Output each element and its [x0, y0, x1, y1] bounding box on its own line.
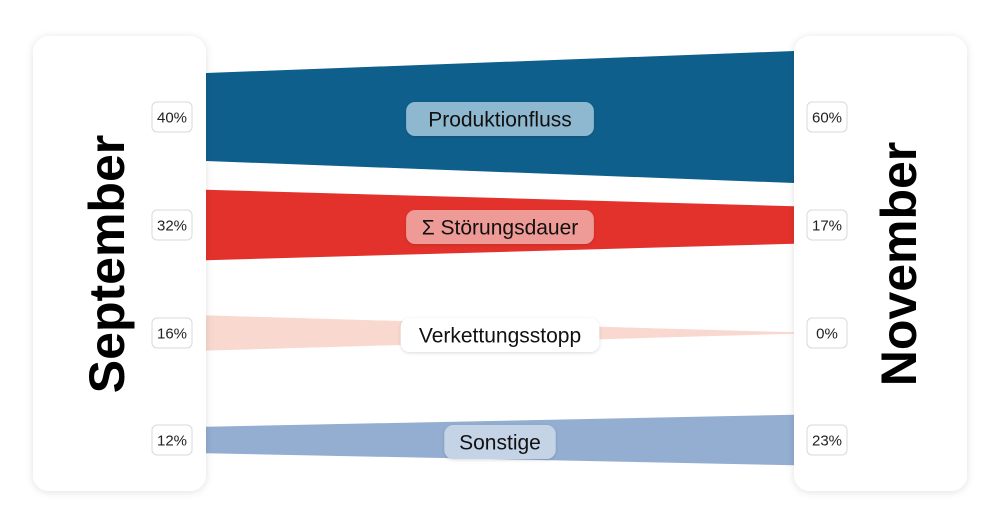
labels-layer: Produktionfluss 40% 60% Σ Störungsdauer 32% 1… — [151, 101, 848, 459]
right-value-störungsdauer: 17% — [806, 209, 848, 241]
series-label-text-produktionfluss: Produktionfluss — [428, 109, 572, 132]
left-value-sonstige-box — [151, 424, 193, 456]
right-period-label: November — [871, 142, 927, 387]
series-label-box-sonstige — [444, 425, 556, 459]
series-label-text-störungsdauer: Σ Störungsdauer — [422, 217, 579, 240]
left-value-störungsdauer-box — [151, 209, 193, 241]
left-period-label: September — [79, 135, 135, 393]
right-value-verkettungsstopp: 0% — [806, 317, 848, 349]
left-value-sonstige: 12% — [151, 424, 193, 456]
right-value-störungsdauer-text: 17% — [812, 218, 842, 235]
left-value-störungsdauer-text: 32% — [157, 218, 187, 235]
right-value-störungsdauer-box — [806, 209, 848, 241]
left-value-produktionfluss-text: 40% — [157, 110, 187, 127]
series-label-box-produktionfluss — [406, 102, 594, 136]
right-value-verkettungsstopp-box — [806, 317, 848, 349]
left-value-störungsdauer: 32% — [151, 209, 193, 241]
right-value-produktionfluss-box — [806, 101, 848, 133]
left-value-verkettungsstopp: 16% — [151, 317, 193, 349]
series-label-sonstige: Sonstige — [444, 425, 556, 459]
series-label-box-verkettungsstopp — [400, 318, 600, 352]
right-value-sonstige-text: 23% — [812, 433, 842, 450]
right-value-produktionfluss: 60% — [806, 101, 848, 133]
series-label-text-verkettungsstopp: Verkettungsstopp — [419, 325, 581, 348]
right-value-produktionfluss-text: 60% — [812, 110, 842, 127]
right-value-verkettungsstopp-text: 0% — [816, 326, 838, 343]
left-value-sonstige-text: 12% — [157, 433, 187, 450]
series-label-text-sonstige: Sonstige — [459, 432, 541, 455]
left-period-card — [33, 36, 206, 491]
left-value-produktionfluss-box — [151, 101, 193, 133]
series-label-box-störungsdauer — [406, 210, 594, 244]
left-value-verkettungsstopp-text: 16% — [157, 326, 187, 343]
series-label-störungsdauer: Σ Störungsdauer — [406, 210, 594, 244]
left-value-verkettungsstopp-box — [151, 317, 193, 349]
right-period-card — [794, 36, 967, 491]
right-value-sonstige: 23% — [806, 424, 848, 456]
series-label-produktionfluss: Produktionfluss — [406, 102, 594, 136]
right-value-sonstige-box — [806, 424, 848, 456]
left-value-produktionfluss: 40% — [151, 101, 193, 133]
series-label-verkettungsstopp: Verkettungsstopp — [400, 318, 600, 352]
